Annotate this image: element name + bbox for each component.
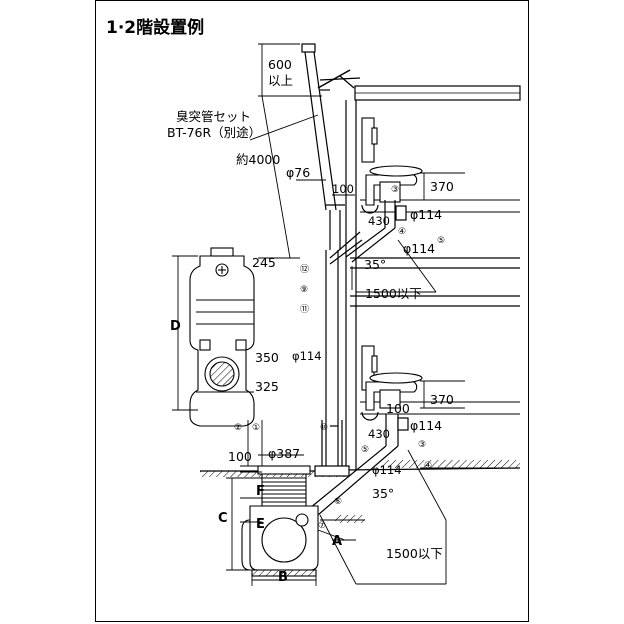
part-12: ⑫	[300, 264, 309, 275]
part-9: ⑨	[300, 285, 308, 295]
dim-350: 350	[255, 350, 279, 365]
part-5a: ⑤	[437, 236, 445, 246]
drain-stack	[325, 231, 363, 470]
phi114-b: φ114	[403, 241, 435, 256]
septic-tank-side	[189, 247, 255, 427]
dim-100-bot: 100	[386, 401, 410, 416]
diagram-frame	[95, 0, 529, 622]
vent-pipe	[301, 43, 345, 250]
dim-c-label: C	[218, 511, 228, 526]
phi387-label: φ387	[268, 446, 300, 461]
part-3b: ③	[418, 440, 426, 450]
part-4a: ④	[398, 227, 406, 237]
dim-e-label: E	[256, 517, 265, 532]
diagram-title: 1·2階設置例	[106, 17, 204, 38]
angle-35-top: 35°	[364, 257, 386, 272]
vent-pipe-set-label: 臭突管セット	[176, 109, 251, 124]
dim-a-label: A	[332, 534, 342, 549]
drain-elbow-1f	[309, 411, 409, 516]
dim-above: 以上	[268, 73, 293, 88]
part-markers: ① ② ③ ③ ④ ④ ⑤ ⑤ ⑥ ⑦ ⑨ ⑩ ⑪ ⑫	[234, 185, 445, 531]
toilet-1f	[361, 345, 423, 411]
dims-vent	[249, 43, 326, 259]
stack-branch	[314, 420, 350, 477]
part-7: ⑦	[318, 521, 326, 531]
dim-245: 245	[252, 255, 276, 270]
dim-370-bot: 370	[430, 392, 454, 407]
phi114-d: φ114	[372, 463, 402, 477]
part-3a: ③	[391, 185, 399, 195]
dims-right	[319, 172, 465, 585]
dim-325: 325	[255, 379, 279, 394]
approx-4000-label: 約4000	[236, 152, 280, 167]
part-2: ②	[234, 423, 242, 433]
dim-b-label: B	[278, 570, 288, 585]
part-11: ⑪	[300, 304, 309, 315]
dim-430-bot: 430	[368, 427, 390, 441]
part-1: ①	[252, 423, 260, 433]
septic-tank-installed	[241, 465, 319, 577]
vent-pipe-model-label: BT-76R（別途）	[167, 125, 261, 140]
toilet-2f	[361, 117, 423, 206]
dim-1500-top: 1500以下	[365, 286, 422, 301]
part-10: ⑩	[320, 423, 328, 433]
dim-600: 600	[268, 57, 292, 72]
part-5b: ⑤	[361, 445, 369, 455]
tank-dims	[226, 420, 365, 586]
phi114-c: φ114	[410, 418, 442, 433]
dim-1500-bot: 1500以下	[386, 546, 443, 561]
dim-d-label: D	[170, 319, 181, 334]
angle-35-bot: 35°	[372, 486, 394, 501]
phi114-a: φ114	[410, 207, 442, 222]
phi76-label: φ76	[286, 165, 310, 180]
dim-100-top: 100	[332, 182, 354, 196]
drain-elbow-2f	[345, 200, 407, 263]
dim-f-label: F	[256, 484, 265, 499]
dim-100-left: 100	[228, 449, 252, 464]
dim-d-line	[172, 255, 198, 411]
part-6: ⑥	[334, 497, 342, 507]
part-4b: ④	[424, 461, 432, 471]
dim-430-top: 430	[368, 214, 390, 228]
phi114-mid: φ114	[292, 349, 322, 363]
dim-370-top: 370	[430, 179, 454, 194]
